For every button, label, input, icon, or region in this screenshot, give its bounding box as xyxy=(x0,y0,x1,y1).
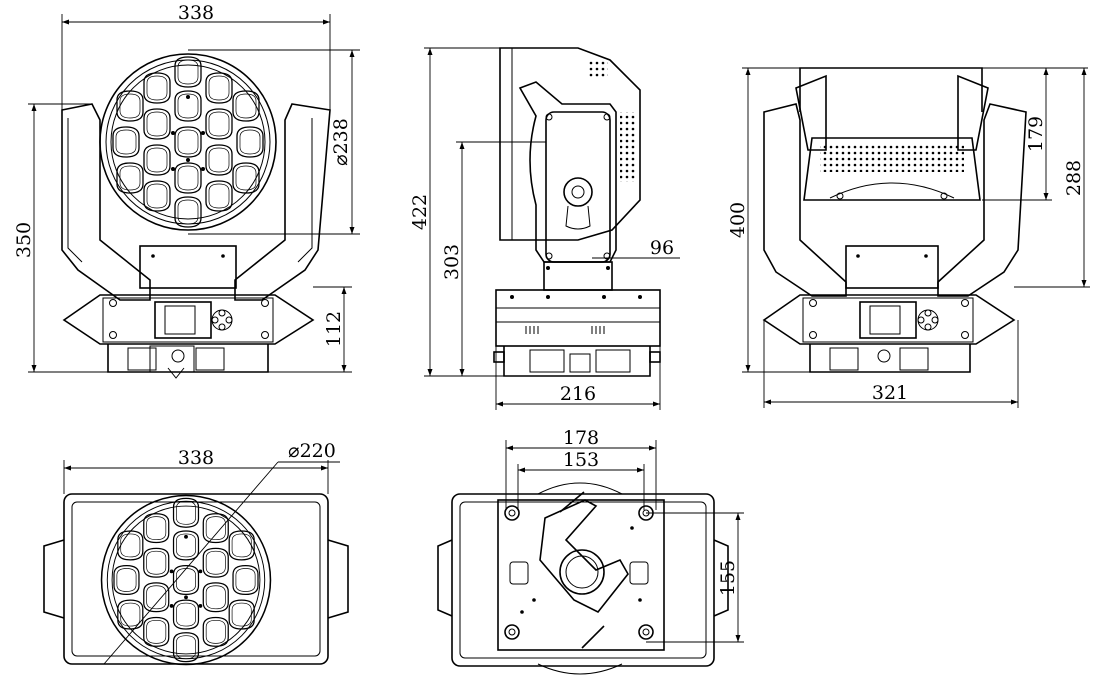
bottom-depth-label: 155 xyxy=(717,560,739,596)
bottom-width-label: 178 xyxy=(563,427,599,449)
side-pivot-height-label: 303 xyxy=(441,244,463,280)
side-base-width-label: 216 xyxy=(560,383,596,405)
top-view xyxy=(43,493,349,664)
front-width-label: 338 xyxy=(178,2,214,24)
side-view xyxy=(493,47,661,377)
front-view xyxy=(61,54,331,379)
bottom-view xyxy=(437,482,729,675)
front-height-label: 350 xyxy=(13,222,35,258)
front-lens-diameter-label: ⌀238 xyxy=(330,118,352,166)
back-width-label: 321 xyxy=(872,382,908,404)
base-height-label: 112 xyxy=(323,311,345,347)
top-width-label: 338 xyxy=(178,447,214,469)
top-lens-diameter-label: ⌀220 xyxy=(288,440,336,462)
bottom-hole-spacing-label: 153 xyxy=(563,449,599,471)
side-arm-width-label: 96 xyxy=(650,237,674,259)
back-head-height-label: 179 xyxy=(1025,116,1047,152)
side-total-height-label: 422 xyxy=(409,194,431,230)
back-total-height-label: 400 xyxy=(727,202,749,238)
back-upper-height-label: 288 xyxy=(1063,160,1085,196)
back-view xyxy=(762,67,1027,373)
